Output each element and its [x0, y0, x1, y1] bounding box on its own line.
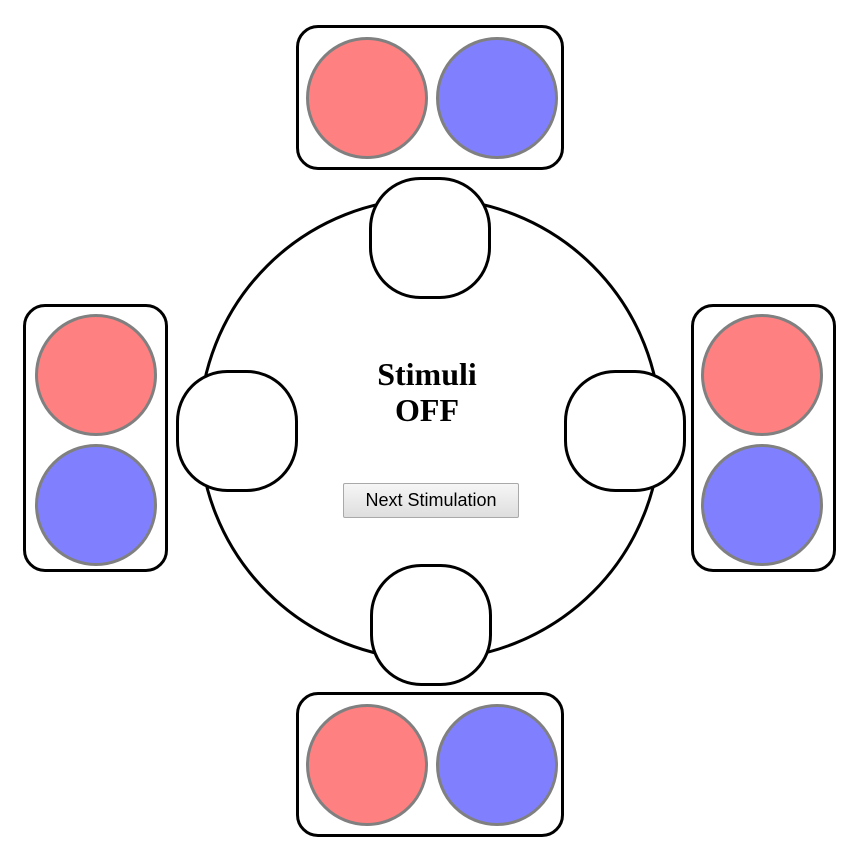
status-title: Stimuli: [377, 356, 477, 392]
light-panel-right: [691, 304, 836, 572]
red-light: [701, 314, 823, 436]
red-light: [306, 704, 428, 826]
blue-light: [436, 37, 558, 159]
slot-top: [369, 177, 491, 299]
red-light: [306, 37, 428, 159]
slot-bottom: [370, 564, 492, 686]
blue-light: [436, 704, 558, 826]
blue-light: [701, 444, 823, 566]
light-panel-bottom: [296, 692, 564, 837]
slot-right: [564, 370, 686, 492]
next-stimulation-button[interactable]: Next Stimulation: [343, 483, 519, 518]
slot-left: [176, 370, 298, 492]
status-state: OFF: [395, 392, 459, 428]
stimuli-status: Stimuli OFF: [327, 356, 527, 428]
red-light: [35, 314, 157, 436]
light-panel-top: [296, 25, 564, 170]
light-panel-left: [23, 304, 168, 572]
blue-light: [35, 444, 157, 566]
